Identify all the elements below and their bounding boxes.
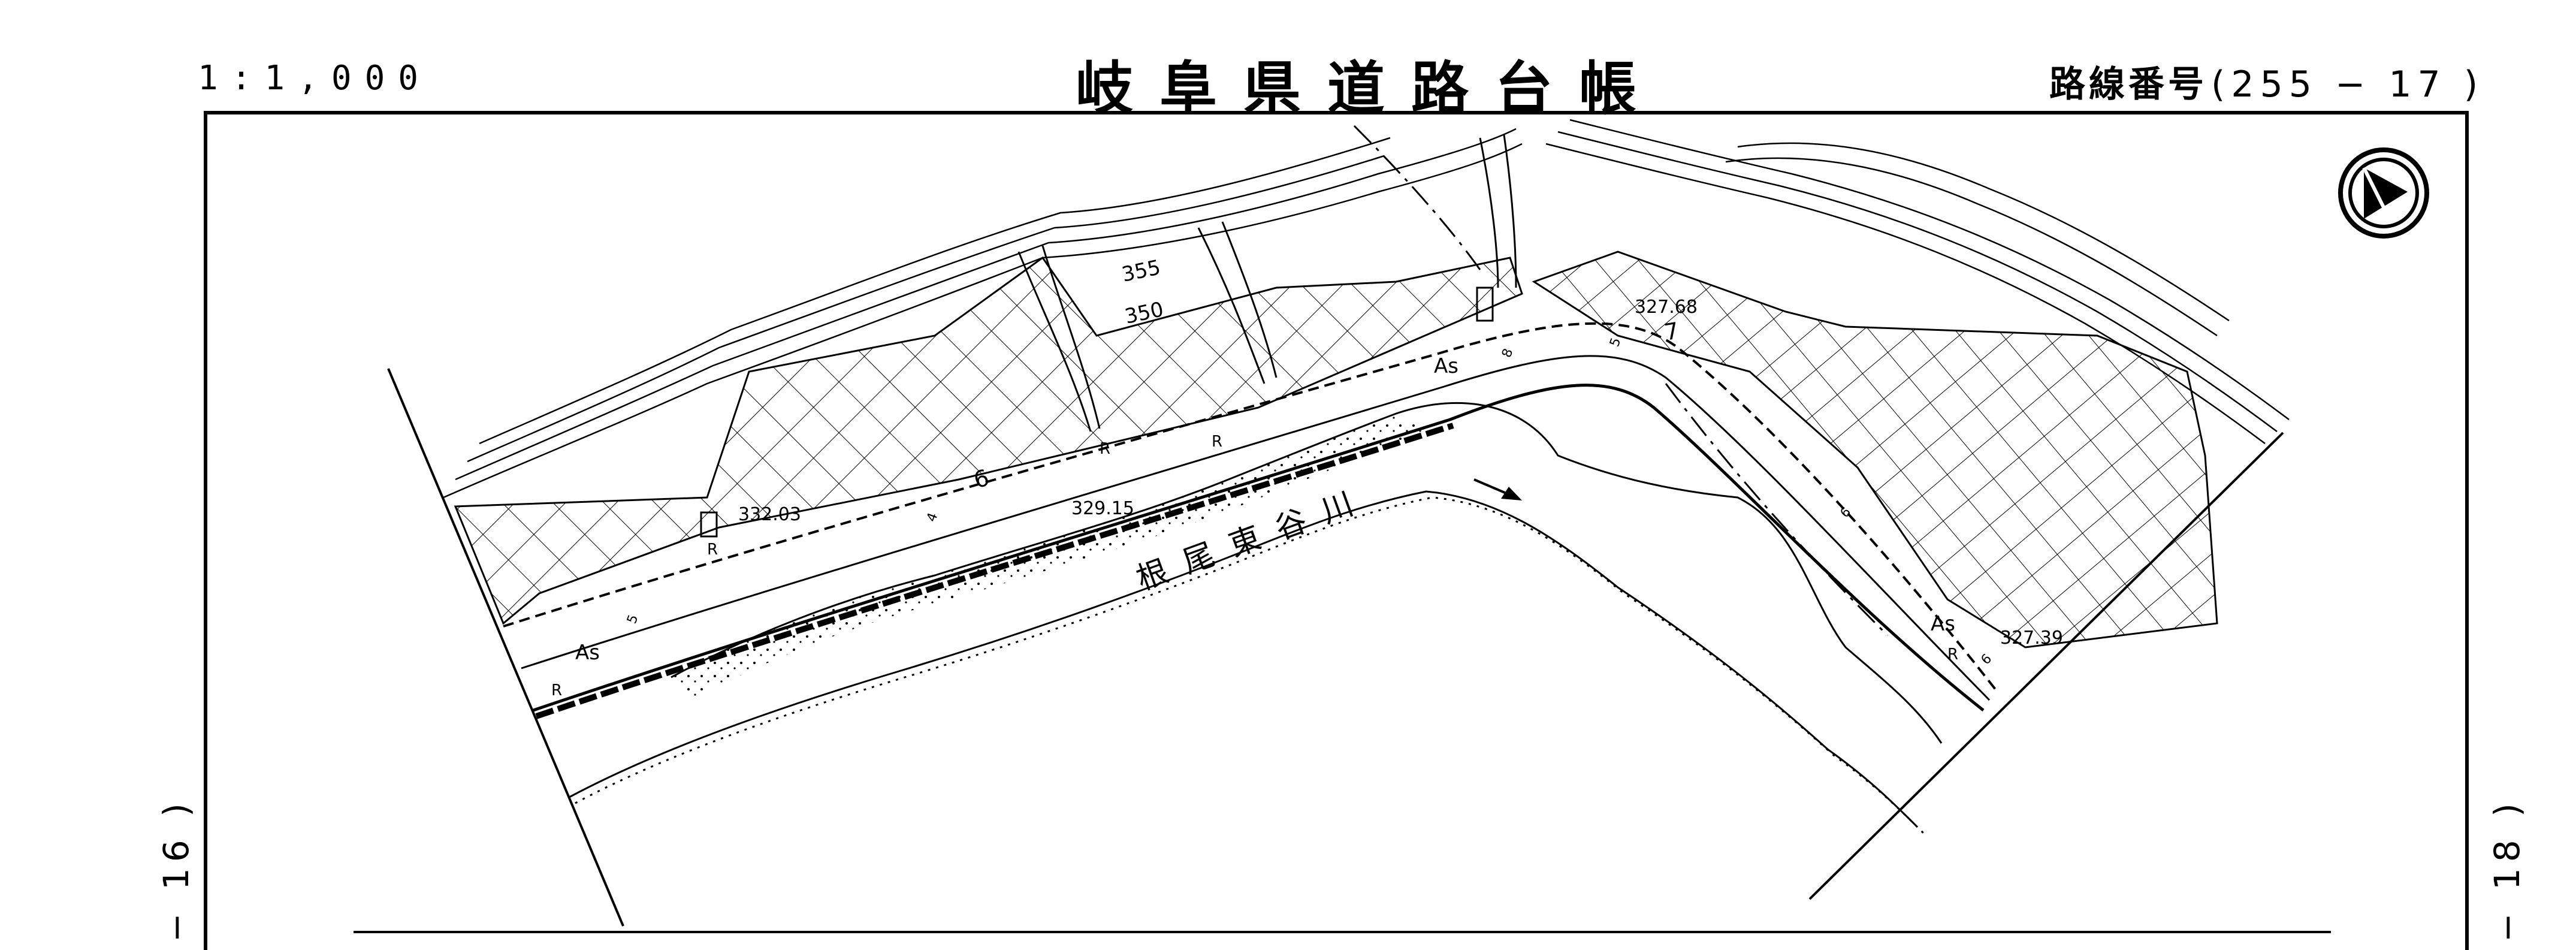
map-scale: 1:1,000 [198,59,432,98]
road-width-label: 6 [1979,652,1995,668]
elevation-label: 329.15 [1071,498,1134,519]
route-number-value: (255 − 17 ) [2211,64,2484,105]
map-frame [204,111,2469,950]
culvert-mark [1476,286,1494,322]
elevation-label: 327.39 [2000,628,2063,649]
road-width-label: 4 [924,511,941,524]
flow-arrow-head [1501,487,1522,500]
culvert-mark [700,511,718,538]
river-bank-fill [671,414,1426,701]
slope-hatch-left [454,256,1523,625]
elevation-label: 332.03 [738,504,801,525]
surface-label: As [1931,612,1955,636]
road-width-label: 5 [1607,336,1624,349]
road-edge-upper [503,322,1997,690]
elevation-label: 327.68 [1635,297,1698,318]
sheet-boundary-left [387,368,624,927]
marker-label: R [1212,433,1222,451]
marker-label: R [1100,440,1110,458]
hill-contours [443,119,2290,499]
ravines [1017,134,1517,432]
surface-label: As [575,641,600,665]
marker-label: R [707,541,718,559]
marker-label: R [1947,646,1958,664]
road-width-label: 8 [1499,346,1516,360]
route-number: 路線番号(255 − 17 ) [2049,55,2484,107]
marker-label: R [551,681,562,699]
route-label: 路線番号 [2049,64,2207,105]
boundary-lines [1353,125,1889,637]
slope-grid-right [1532,251,2218,649]
surface-label: As [1434,354,1458,378]
contour-label: 355 [1120,255,1163,287]
road-width-label: 5 [624,613,641,626]
north-arrow-icon [2338,147,2429,239]
road-centerline [521,355,1991,701]
